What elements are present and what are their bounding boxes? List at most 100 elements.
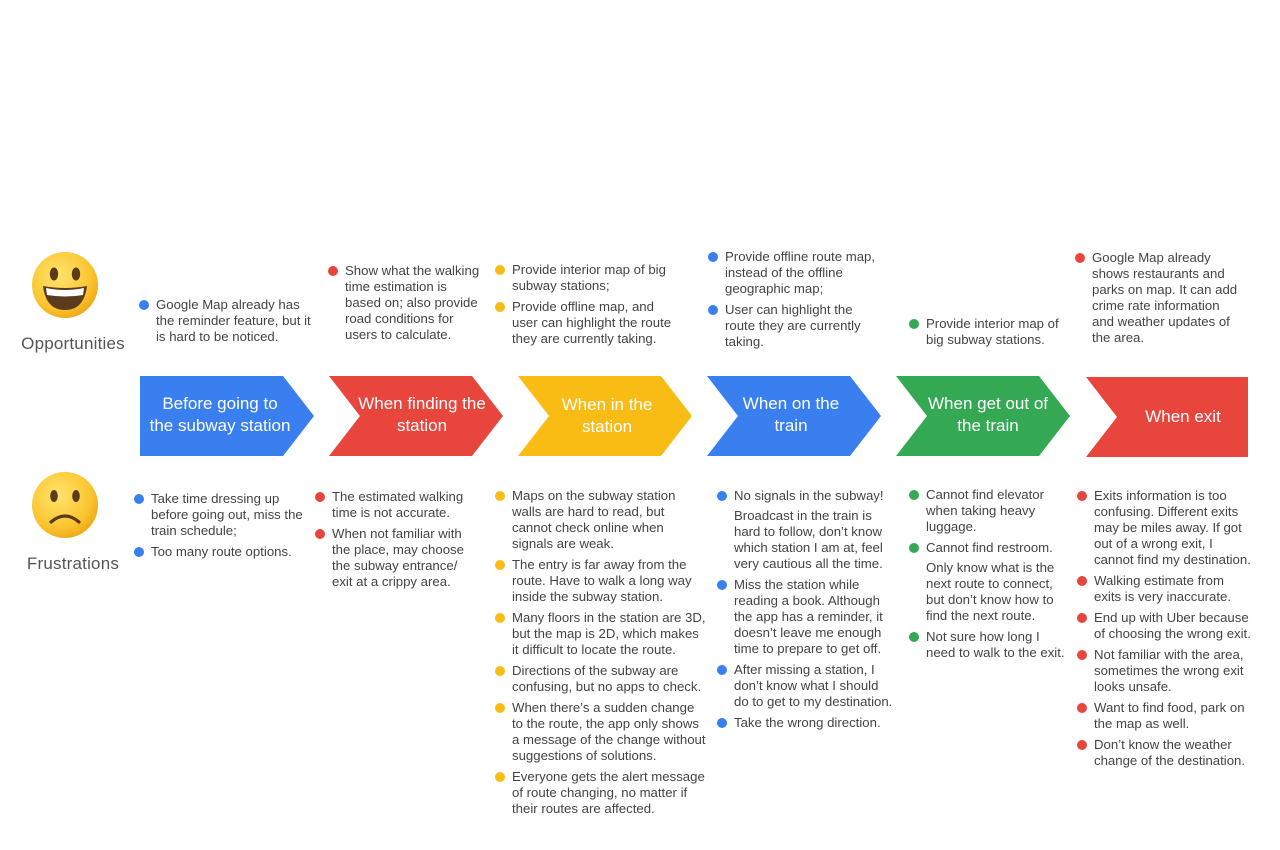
note-line: of route changing, no matter if (512, 785, 688, 800)
yellow-dot-icon (495, 302, 505, 312)
note-line: hard to follow, don’t know (734, 524, 883, 539)
note-line: route they are currently (725, 318, 861, 333)
yellow-dot-icon (495, 666, 505, 676)
opportunities-label: Opportunities (21, 334, 125, 353)
note-line: is hard to be noticed. (156, 329, 279, 344)
note-line: User can highlight the (725, 302, 853, 317)
note-line: Everyone gets the alert message (512, 769, 705, 784)
note-line: Only know what is the (926, 560, 1055, 575)
blue-dot-icon (134, 547, 144, 557)
stage-chevron-exit (1086, 377, 1248, 457)
note-line: do to get to my destination. (734, 694, 893, 709)
yellow-dot-icon (495, 491, 505, 501)
note-line: cannot check online when (512, 520, 664, 535)
note-line: confusing. Different exits (1094, 504, 1239, 519)
note-line: looks unsafe. (1094, 679, 1172, 694)
note-line: End up with Uber because (1094, 610, 1249, 625)
note-line: based on; also provide (345, 295, 478, 310)
note-line: Take time dressing up (151, 491, 280, 506)
yellow-dot-icon (495, 265, 505, 275)
note-line: confusing, but no apps to check. (512, 679, 702, 694)
opportunities-col: Provide offline route map,instead of the… (708, 249, 903, 355)
note-line: shows restaurants and (1092, 266, 1225, 281)
note-line: Walking estimate from (1094, 573, 1224, 588)
red-dot-icon (1077, 491, 1087, 501)
note-line: No signals in the subway! (734, 488, 884, 503)
note-line: route. Have to walk a long way (512, 573, 692, 588)
yellow-dot-icon (495, 772, 505, 782)
blue-dot-icon (134, 494, 144, 504)
note-line: reading a book. Although (734, 593, 880, 608)
red-dot-icon (328, 266, 338, 276)
note-line: but don’t know how to (926, 592, 1054, 607)
stage-chevron-in-station (518, 376, 692, 456)
note-item: Too many route options. (134, 544, 324, 560)
grinning-face-icon (32, 252, 98, 318)
note-line: exits is very inaccurate. (1094, 589, 1232, 604)
note-line: next route to connect, (926, 576, 1053, 591)
note-line: very cautious all the time. (734, 556, 883, 571)
note-line: and weather updates of (1092, 314, 1230, 329)
stage-label: When exit (1145, 407, 1221, 426)
note-line: geographic map; (725, 281, 824, 296)
note-item: Provide offline route map,instead of the… (708, 249, 903, 297)
stage-chevron-get-out (896, 376, 1070, 456)
note-line: a message of the change without (512, 732, 706, 747)
note-line: time to prepare to get off. (734, 641, 882, 656)
note-line: Maps on the subway station (512, 488, 676, 503)
note-line: users to calculate. (345, 327, 452, 342)
stage-chevron-before-going (140, 376, 314, 456)
yellow-dot-icon (495, 613, 505, 623)
note-line: before going out, miss the (151, 507, 303, 522)
note-item: Many floors in the station are 3D,but th… (495, 610, 720, 658)
blue-dot-icon (717, 718, 727, 728)
note-line: don’t know what I should (734, 678, 879, 693)
note-line: out of a wrong exit, I (1094, 536, 1213, 551)
red-dot-icon (1075, 253, 1085, 263)
note-item: Cannot find restroom. (909, 540, 1084, 556)
note-line: time estimation is (345, 279, 447, 294)
green-dot-icon (909, 632, 919, 642)
note-line: subway stations; (512, 278, 610, 293)
note-line: inside the subway station. (512, 589, 664, 604)
frustrations-col: No signals in the subway! Broadcast in th… (717, 488, 912, 736)
note-line: Many floors in the station are 3D, (512, 610, 706, 625)
frustrations-label: Frustrations (26, 554, 120, 573)
blue-dot-icon (708, 252, 718, 262)
note-line: Too many route options. (151, 544, 292, 559)
note-line: change of the destination. (1094, 753, 1246, 768)
note-line: their routes are affected. (512, 801, 655, 816)
note-item: No signals in the subway! (717, 488, 912, 504)
note-line: Broadcast in the train is (734, 508, 872, 523)
note-line: After missing a station, I (734, 662, 875, 677)
note-line: Google Map already (1092, 250, 1211, 265)
note-line: Provide interior map of (926, 316, 1059, 331)
note-line: user can highlight the route (512, 315, 672, 330)
note-line: the app has a reminder, it (734, 609, 883, 624)
note-line: Show what the walking (345, 263, 480, 278)
note-item: Take the wrong direction. (717, 715, 912, 731)
note-line: Provide offline map, and (512, 299, 654, 314)
note-line: Miss the station while (734, 577, 860, 592)
